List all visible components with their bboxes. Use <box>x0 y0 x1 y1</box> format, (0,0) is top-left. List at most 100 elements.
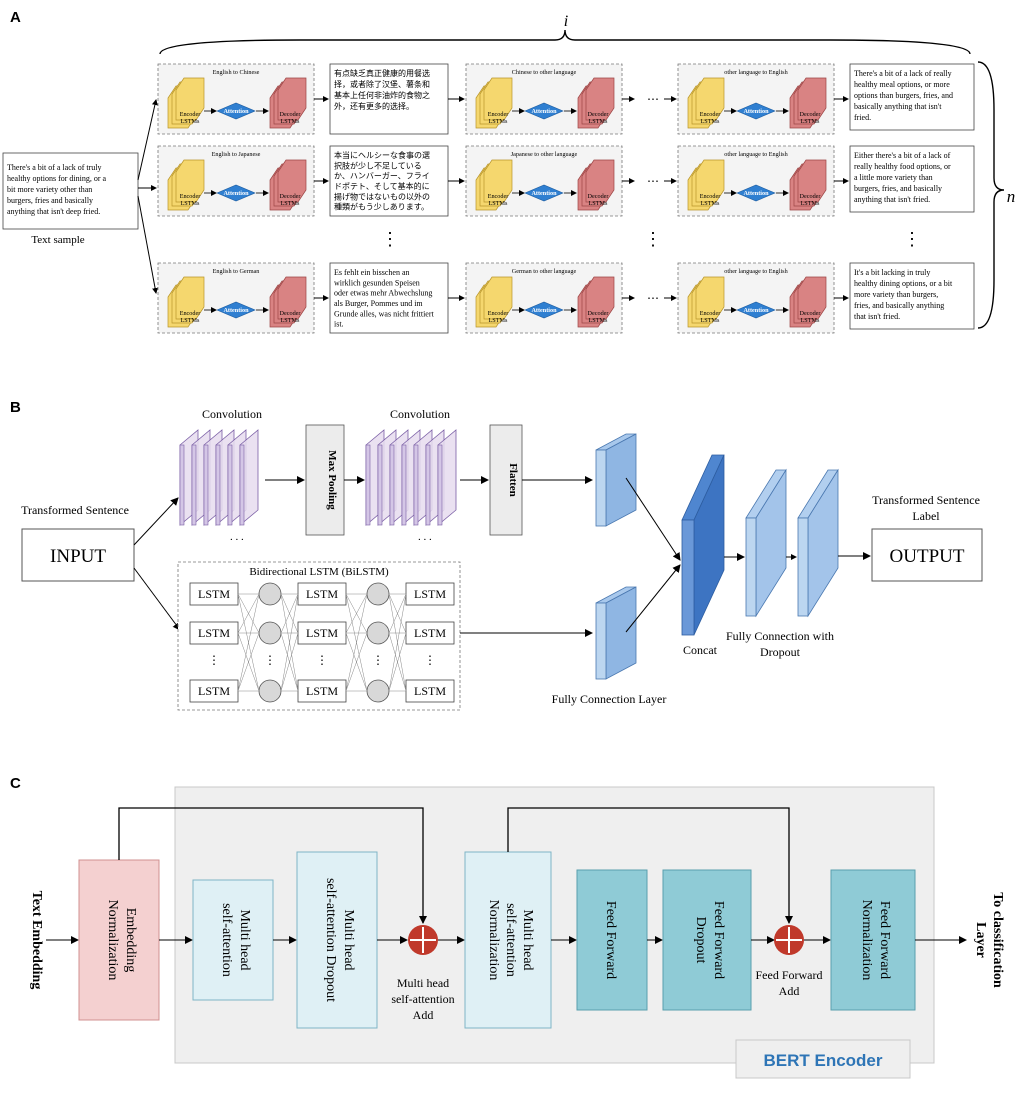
encoder-label: LSTMs <box>701 118 721 125</box>
lstm-cell-label: LSTM <box>414 626 446 640</box>
arrow-fc-concat-2 <box>625 564 681 633</box>
bilstm-connection <box>388 632 407 692</box>
attention-diamond <box>216 184 256 202</box>
attention-diamond <box>524 184 564 202</box>
output-text-line: basically anything that isn't <box>854 102 942 111</box>
bert-encoder-title: BERT Encoder <box>763 1051 882 1070</box>
encoder-label: LSTMs <box>701 200 721 207</box>
concat-layer <box>681 454 725 636</box>
output-text-line: There's a bit of a lack of really <box>854 69 952 78</box>
text-sample-line: There's a bit of a lack of truly <box>7 163 102 172</box>
lstm-cell-label: LSTM <box>306 626 338 640</box>
attention-label: Attention <box>531 190 557 197</box>
mh-add-circle <box>408 925 438 955</box>
decoder-label: Decoder <box>588 193 609 200</box>
arrow-to-row1 <box>137 99 158 181</box>
decoder-label: Decoder <box>588 310 609 317</box>
decoder-label: Decoder <box>800 193 821 200</box>
bilstm-connection <box>345 632 368 692</box>
node-ellipsis: ⋮ <box>372 653 384 667</box>
decoder-label: LSTMs <box>281 118 301 125</box>
decoder-label: LSTMs <box>281 200 301 207</box>
attention-diamond <box>736 301 776 319</box>
fc-dropout-label-2: Dropout <box>760 645 801 659</box>
ff-box <box>576 869 648 1011</box>
encoder-layer <box>695 77 725 121</box>
encoder-layer <box>483 159 513 203</box>
decoder-label: Decoder <box>280 111 301 118</box>
output-text-line: a little more variety than <box>854 173 933 182</box>
node-ellipsis: ⋮ <box>264 653 276 667</box>
text-sample-line: burgers, fries and basically <box>7 196 93 205</box>
max-pooling-label: Max Pooling <box>326 450 338 510</box>
translation-box <box>329 145 449 217</box>
translation-line: oder etwas mehr Abwechslung <box>334 289 432 298</box>
flatten-label: Flatten <box>507 463 519 497</box>
output-text-line: burgers, fries, and basically <box>854 184 942 193</box>
bilstm-connection <box>280 593 299 634</box>
encoder-layer <box>483 276 513 320</box>
conv2-label: Convolution <box>390 407 450 421</box>
feature-map-edge <box>365 444 371 526</box>
feature-map-edge <box>413 444 419 526</box>
translation-line: 択肢が少し不足している <box>334 160 422 170</box>
mh-norm-box <box>464 851 552 1029</box>
text-sample-line: bit more variety other than <box>7 185 92 194</box>
fc-dropout-1 <box>745 468 787 618</box>
encoder-label: Encoder <box>180 193 201 200</box>
bilstm-connection <box>237 593 260 692</box>
decoder-label: Decoder <box>800 111 821 118</box>
attention-label: Attention <box>531 108 557 115</box>
output-text-box <box>849 262 975 330</box>
encoder-layer <box>483 77 513 121</box>
output-text-line: Either there's a bit of a lack of <box>854 151 951 160</box>
ff-norm-label: Feed ForwardNormalization <box>859 900 892 981</box>
output-text-line: healthy dining options, or a bit <box>854 279 953 288</box>
attention-label: Attention <box>743 307 769 314</box>
translation-line: 有点缺乏真正健康的用餐选 <box>334 68 430 78</box>
translation-line: 择，或者除了汉堡、薯条和 <box>334 79 430 89</box>
encoder-layer <box>175 159 205 203</box>
decoder-label: LSTMs <box>801 317 821 324</box>
fc-dropout-2 <box>797 468 839 618</box>
feature-map-edge <box>389 444 395 526</box>
translation-row: English to JapaneseEncoderLSTMsAttention… <box>157 145 975 217</box>
feature-map-edge <box>239 444 245 526</box>
vertical-ellipsis: ⋮ <box>381 229 399 249</box>
text-sample-caption: Text sample <box>31 234 84 246</box>
input-label: INPUT <box>50 546 106 567</box>
encoder-label: LSTMs <box>489 200 509 207</box>
translation-box <box>329 63 449 135</box>
decoder-layer <box>277 77 307 121</box>
panel-c: C BERT Encoder Text Embedding EmbeddingN… <box>10 775 1005 1079</box>
ff-add-label-1: Feed Forward <box>756 968 823 982</box>
translation-line: 揚げ物ではないもの以外の <box>334 191 430 201</box>
decoder-layer <box>277 276 307 320</box>
embedding-norm-label: EmbeddingNormalization <box>105 900 138 981</box>
attention-label: Attention <box>531 307 557 314</box>
vertical-ellipsis: ⋮ <box>644 229 662 249</box>
translation-line: 基本上任何非油炸的食物之 <box>334 90 430 100</box>
seq2seq-title: English to Chinese <box>213 69 260 76</box>
bilstm-connection <box>388 593 407 634</box>
lstm-cell-label: LSTM <box>198 587 230 601</box>
ff-label: Feed Forward <box>603 901 618 979</box>
feature-map-edge <box>203 444 209 526</box>
arrow-to-row3 <box>137 195 159 294</box>
feature-map-edge <box>401 444 407 526</box>
decoder-label: Decoder <box>280 310 301 317</box>
feature-map-edge <box>191 444 197 526</box>
encoder-layer <box>175 276 205 320</box>
encoder-label: LSTMs <box>701 317 721 324</box>
encoder-label: Encoder <box>700 111 721 118</box>
output-text-line: It's a bit lacking in truly <box>854 268 930 277</box>
lstm-cell-label: LSTM <box>414 587 446 601</box>
translation-line: wirklich gesunden Speisen <box>334 278 420 287</box>
panel-a: A i n There's a bit of a lack of truly h… <box>2 9 1015 334</box>
skip-connection-1 <box>118 807 427 924</box>
bilstm-title: Bidirectional LSTM (BiLSTM) <box>249 566 389 578</box>
output-text-box <box>849 145 975 213</box>
